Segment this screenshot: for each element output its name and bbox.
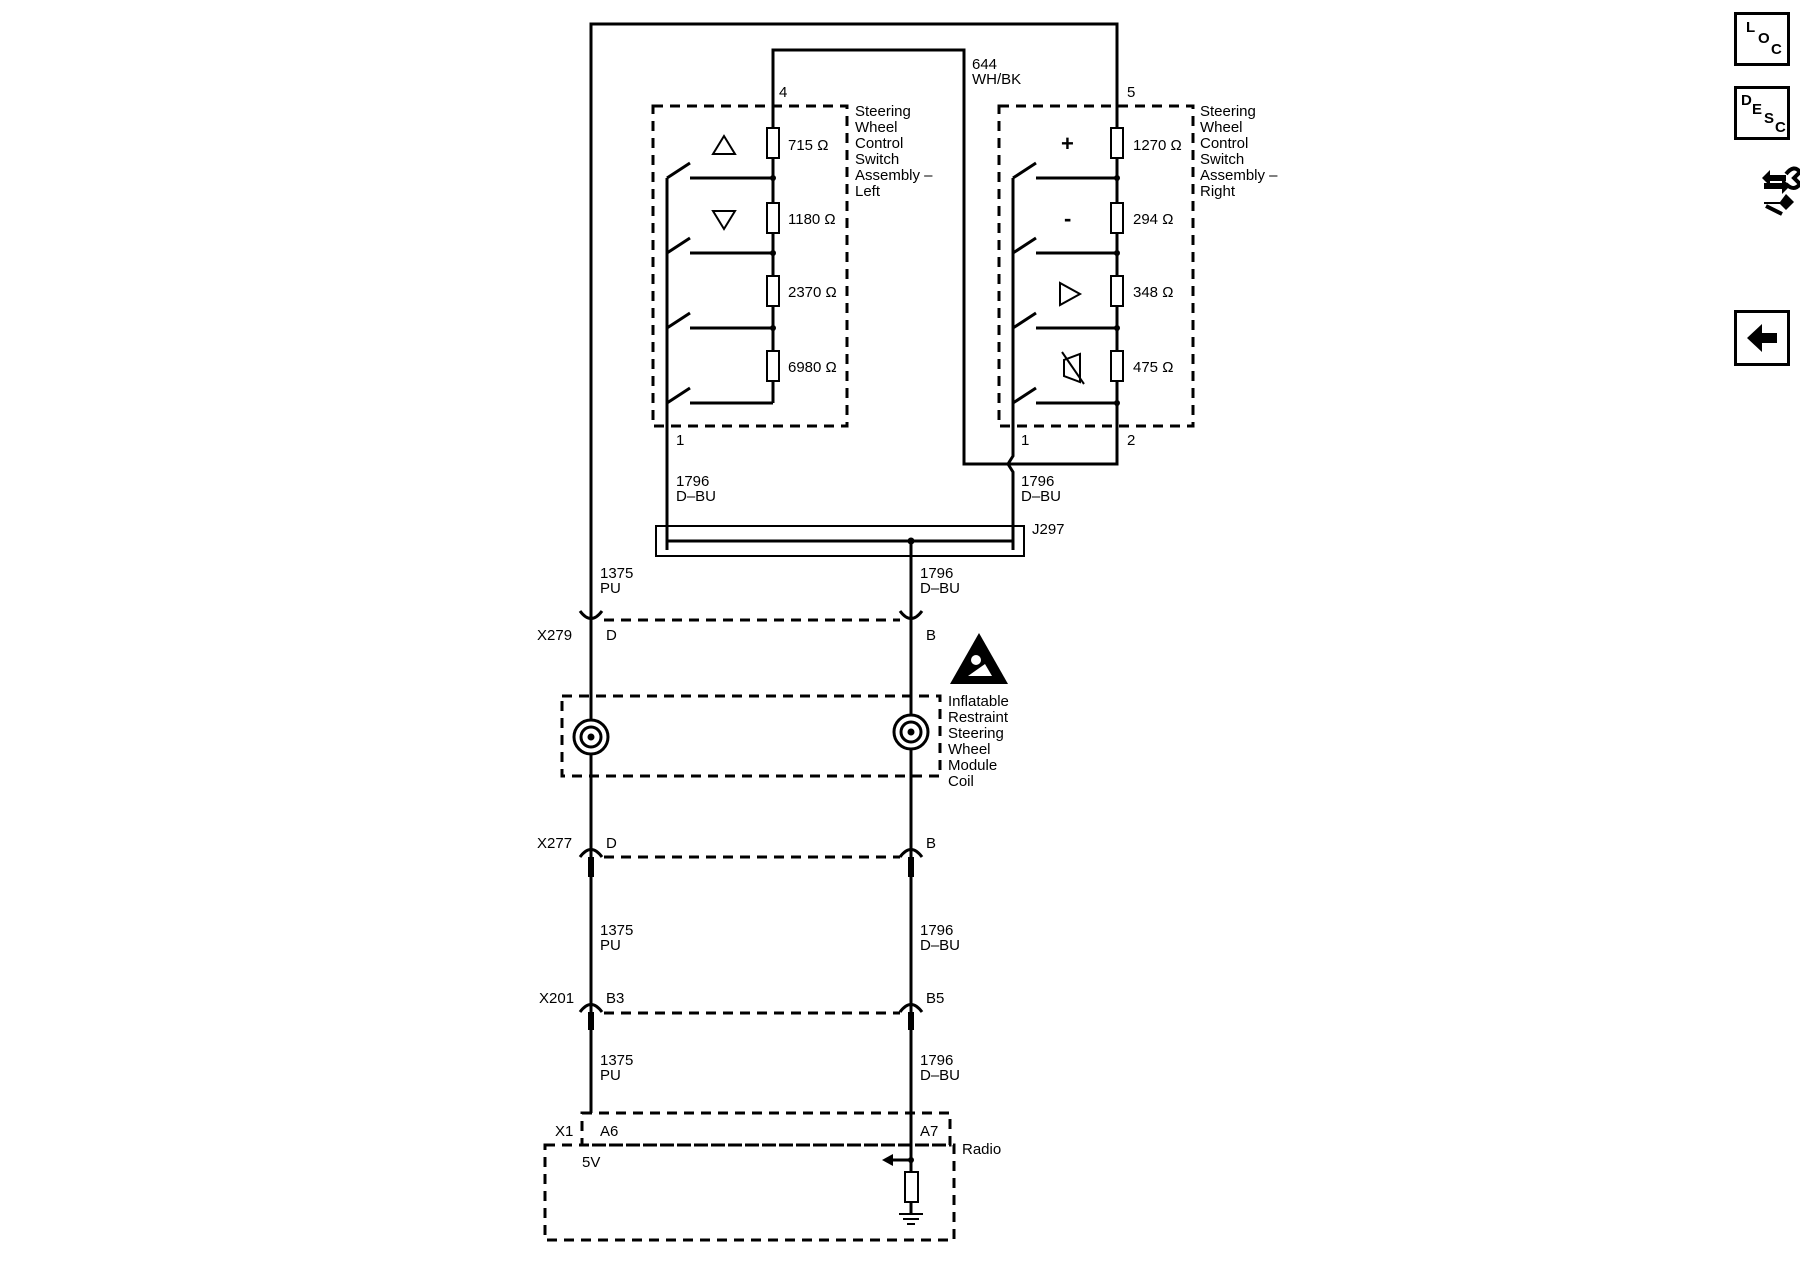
wire-1796-right-color: D–BU	[1021, 488, 1061, 505]
splice-label: J297	[1032, 521, 1065, 538]
airbag-warning-icon	[950, 633, 1008, 684]
connector-x201: X201 B3 B5	[539, 990, 944, 1030]
left-resistor-715: 715 Ω	[788, 137, 828, 154]
left-resistor-2370: 2370 Ω	[788, 284, 837, 301]
wire-1375-label-2: 1375	[600, 922, 633, 939]
mute-icon	[1061, 351, 1085, 385]
desc-letter-s: S	[1764, 110, 1775, 127]
right-switch-assembly: 5 1 2 1270 Ω 294 Ω 348 Ω 475 Ω + -	[997, 84, 1195, 550]
wrench-arrows-icon	[1762, 166, 1800, 216]
wire-644-wh-bk	[771, 48, 1119, 466]
svg-text:Wheel: Wheel	[948, 741, 991, 758]
svg-text:Control: Control	[855, 135, 903, 152]
desc-letter-e: E	[1752, 101, 1763, 118]
plus-symbol: +	[1061, 131, 1074, 156]
svg-text:Steering: Steering	[855, 103, 911, 120]
svg-text:Right: Right	[1200, 183, 1236, 200]
x277-label: X277	[537, 835, 572, 852]
right-switch-pin-1: 1	[1021, 432, 1029, 449]
connector-x279: X279 D B	[537, 610, 936, 644]
x1-pin-a7: A7	[920, 1123, 938, 1140]
wire-pu-label-2: PU	[600, 937, 621, 954]
up-triangle-icon	[711, 134, 737, 155]
x201-pin-b3: B3	[606, 990, 624, 1007]
left-switch-assembly: 4 1 715 Ω 1180 Ω 2370 Ω 6980 Ω	[651, 84, 849, 550]
right-resistor-294: 294 Ω	[1133, 211, 1173, 228]
x279-pin-d: D	[606, 627, 617, 644]
minus-symbol: -	[1064, 206, 1071, 231]
connector-x277: X277 D B	[537, 835, 936, 877]
x277-pin-b: B	[926, 835, 936, 852]
radio-module: X1 A6 A7 Radio 5V	[543, 1111, 1001, 1242]
left-arrow-icon	[1747, 324, 1777, 352]
left-switch-label: Steering Wheel Control Switch Assembly –…	[855, 103, 933, 200]
wire-1796-right-circuit: 1796	[1021, 473, 1054, 490]
svg-text:Assembly –: Assembly –	[855, 167, 933, 184]
x201-pin-b5: B5	[926, 990, 944, 1007]
wire-dbu-label-1: D–BU	[920, 580, 960, 597]
radio-5v-label: 5V	[582, 1154, 600, 1171]
down-triangle-icon	[711, 210, 737, 231]
wire-644-circuit: 644	[972, 56, 997, 73]
svg-text:Steering: Steering	[948, 725, 1004, 742]
svg-text:Left: Left	[855, 183, 881, 200]
ground-icon	[899, 1213, 923, 1225]
coil-label: Inflatable Restraint Steering Wheel Modu…	[948, 693, 1009, 790]
wire-pu-label-1: PU	[600, 580, 621, 597]
svg-text:Inflatable: Inflatable	[948, 693, 1009, 710]
svg-text:Wheel: Wheel	[1200, 119, 1243, 136]
wire-1796-label-2: 1796	[920, 922, 953, 939]
left-resistor-6980: 6980 Ω	[788, 359, 837, 376]
svg-text:Module: Module	[948, 757, 997, 774]
wire-1796-label-3: 1796	[920, 1052, 953, 1069]
right-resistor-348: 348 Ω	[1133, 284, 1173, 301]
wire-1796-left-circuit: 1796	[676, 473, 709, 490]
loc-letter-o: O	[1758, 30, 1770, 47]
desc-letter-c: C	[1775, 119, 1786, 136]
wrench-arrows-button[interactable]	[1760, 156, 1800, 220]
svg-text:Control: Control	[1200, 135, 1248, 152]
x1-pin-a6: A6	[600, 1123, 618, 1140]
x1-label: X1	[555, 1123, 573, 1140]
wire-pu-label-3: PU	[600, 1067, 621, 1084]
splice-j297: J297	[655, 521, 1065, 611]
right-switch-pin-2: 2	[1127, 432, 1135, 449]
play-icon	[1059, 281, 1083, 307]
steering-wheel-coil	[560, 694, 942, 778]
wire-1375-label-3: 1375	[600, 1052, 633, 1069]
right-resistor-475: 475 Ω	[1133, 359, 1173, 376]
wire-dbu-label-2: D–BU	[920, 937, 960, 954]
x201-label: X201	[539, 990, 574, 1007]
svg-text:Switch: Switch	[1200, 151, 1244, 168]
svg-text:Restraint: Restraint	[948, 709, 1009, 726]
svg-text:Wheel: Wheel	[855, 119, 898, 136]
right-resistor-1270: 1270 Ω	[1133, 137, 1182, 154]
left-switch-pin-4: 4	[779, 84, 787, 101]
left-switch-pin-1: 1	[676, 432, 684, 449]
x277-pin-d: D	[606, 835, 617, 852]
wire-1375-pu-loop	[589, 22, 1119, 611]
loc-letter-l: L	[1746, 19, 1756, 36]
left-resistor-1180: 1180 Ω	[788, 211, 836, 228]
back-button[interactable]	[1734, 310, 1790, 366]
svg-text:Switch: Switch	[855, 151, 899, 168]
radio-label: Radio	[962, 1141, 1001, 1158]
svg-text:Assembly –: Assembly –	[1200, 167, 1278, 184]
desc-button[interactable]: D E S C	[1734, 86, 1790, 140]
right-switch-label: Steering Wheel Control Switch Assembly –…	[1200, 103, 1278, 200]
svg-text:Coil: Coil	[948, 773, 974, 790]
wire-644-color: WH/BK	[972, 71, 1021, 88]
x279-label: X279	[537, 627, 572, 644]
wire-1796-label-1: 1796	[920, 565, 953, 582]
x279-pin-b: B	[926, 627, 936, 644]
loc-button[interactable]: L O C	[1734, 12, 1790, 66]
desc-letter-d: D	[1741, 92, 1752, 109]
wire-1375-label-1: 1375	[600, 565, 633, 582]
svg-text:Steering: Steering	[1200, 103, 1256, 120]
wire-1796-left-color: D–BU	[676, 488, 716, 505]
loc-letter-c: C	[1771, 41, 1782, 58]
right-switch-pin-5: 5	[1127, 84, 1135, 101]
wire-dbu-label-3: D–BU	[920, 1067, 960, 1084]
